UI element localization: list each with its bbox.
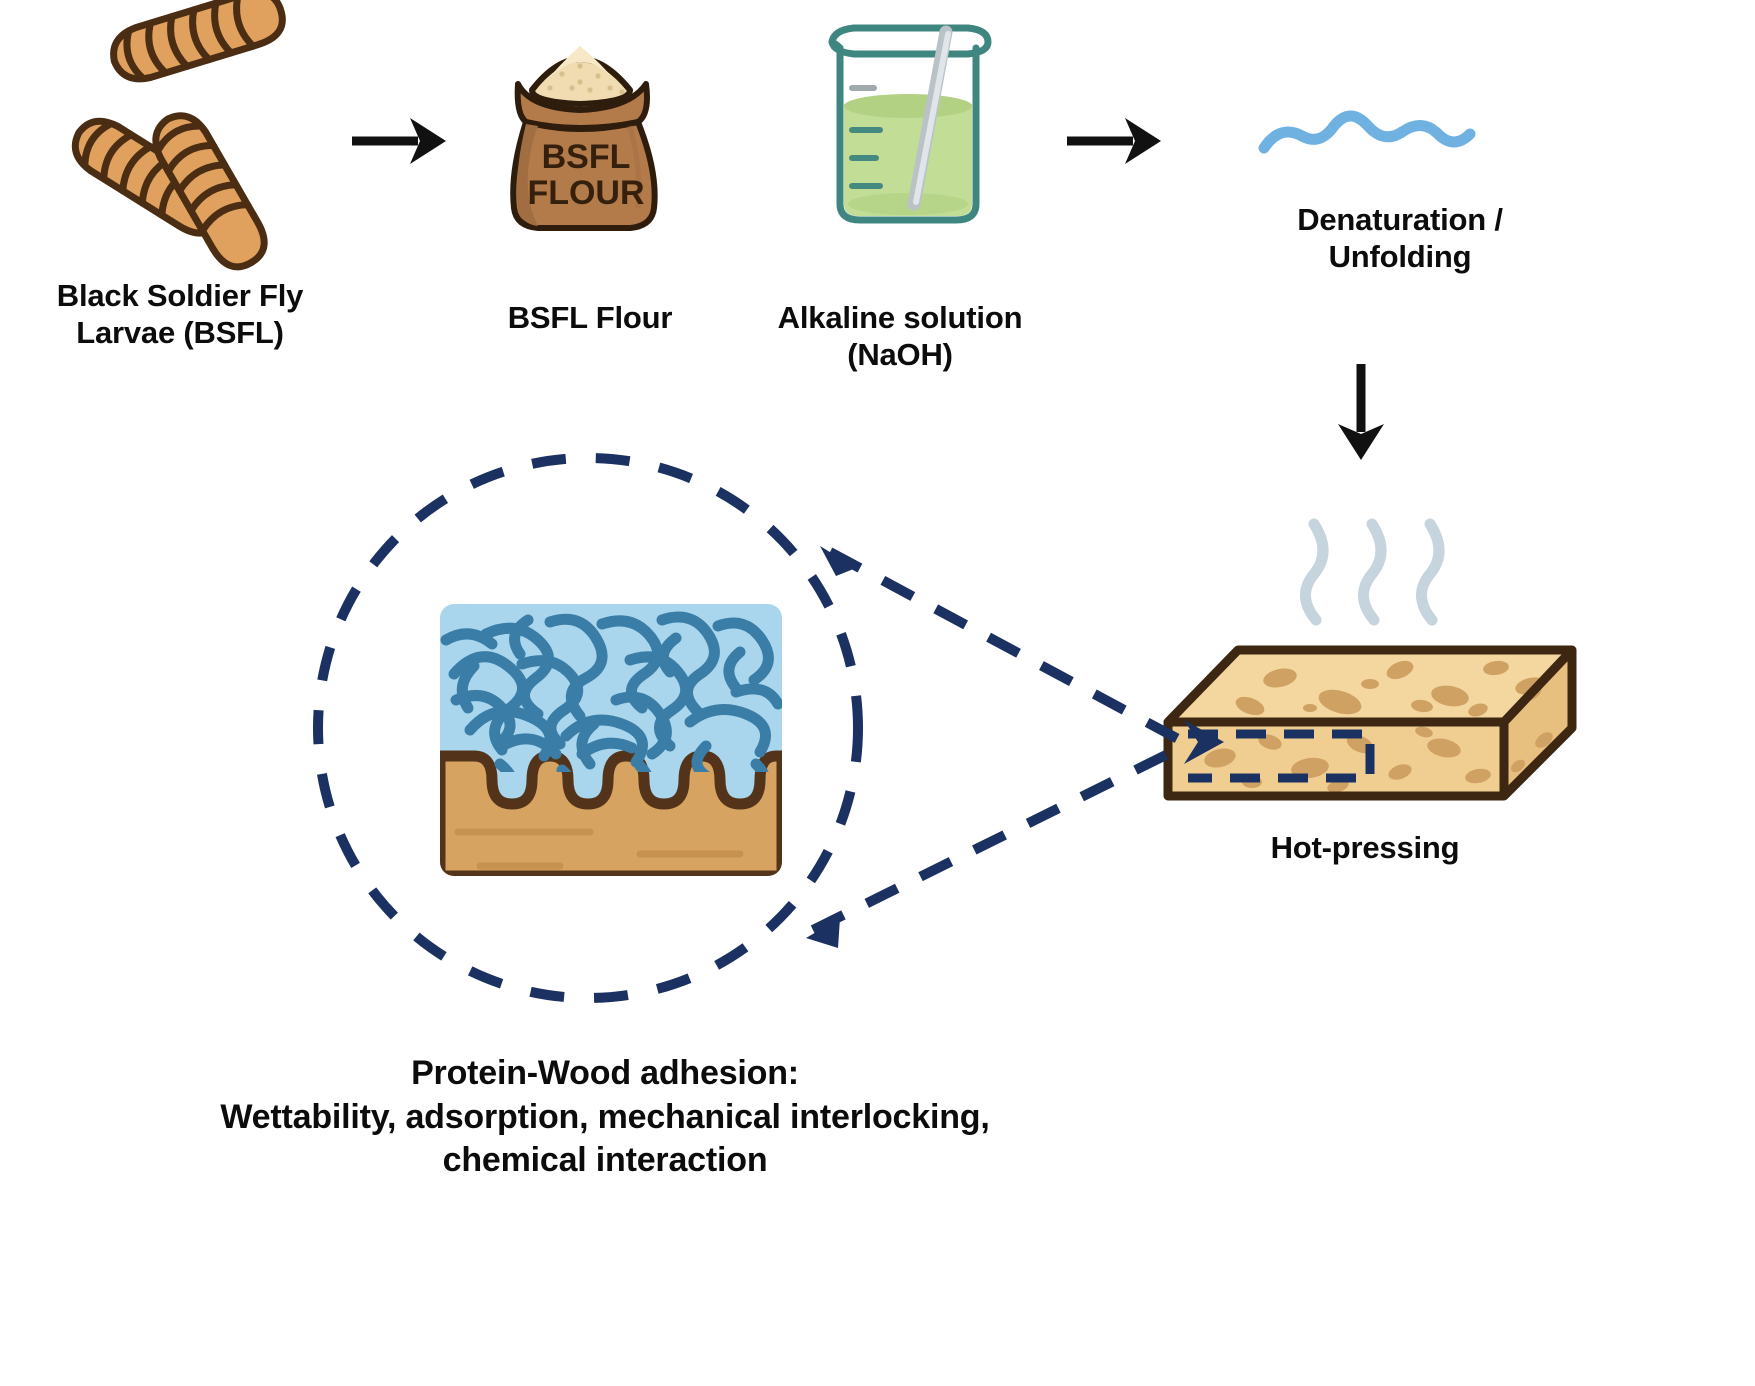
unfolded-protein-squiggle-icon (1258, 100, 1478, 180)
zoom-region-marker (1188, 729, 1375, 783)
larvae-icon (60, 0, 340, 271)
steam-icon (1290, 512, 1470, 632)
label-alkaline-solution: Alkaline solution (NaOH) (777, 300, 1023, 372)
callout-arrowhead-to-board (1184, 720, 1224, 764)
arrow-larvae-to-flour (350, 112, 450, 170)
inset-caption: Protein-Wood adhesion: Wettability, adso… (220, 1054, 990, 1180)
particleboard-icon (1160, 636, 1580, 816)
label-bsfl: Black Soldier Fly Larvae (BSFL) (56, 278, 304, 350)
label-bsfl-flour: BSFL Flour (507, 300, 673, 335)
stirring-rod-icon (907, 25, 953, 211)
beaker-icon (818, 18, 998, 233)
label-denaturation: Denaturation / Unfolding (1297, 202, 1503, 274)
sack-text-line2: FLOUR (527, 174, 644, 212)
sack-text-line1: BSFL (542, 138, 631, 176)
protein-wood-interface-inset (440, 604, 782, 876)
protein-chains-icon (440, 611, 782, 772)
callout-dashed-lines (313, 453, 1224, 1003)
arrow-beaker-to-denaturation (1065, 112, 1165, 170)
label-hot-pressing: Hot-pressing (1270, 830, 1460, 865)
flour-sack-icon: BSFL FLOUR (480, 22, 690, 237)
arrow-denaturation-to-hotpressing (1330, 362, 1392, 462)
